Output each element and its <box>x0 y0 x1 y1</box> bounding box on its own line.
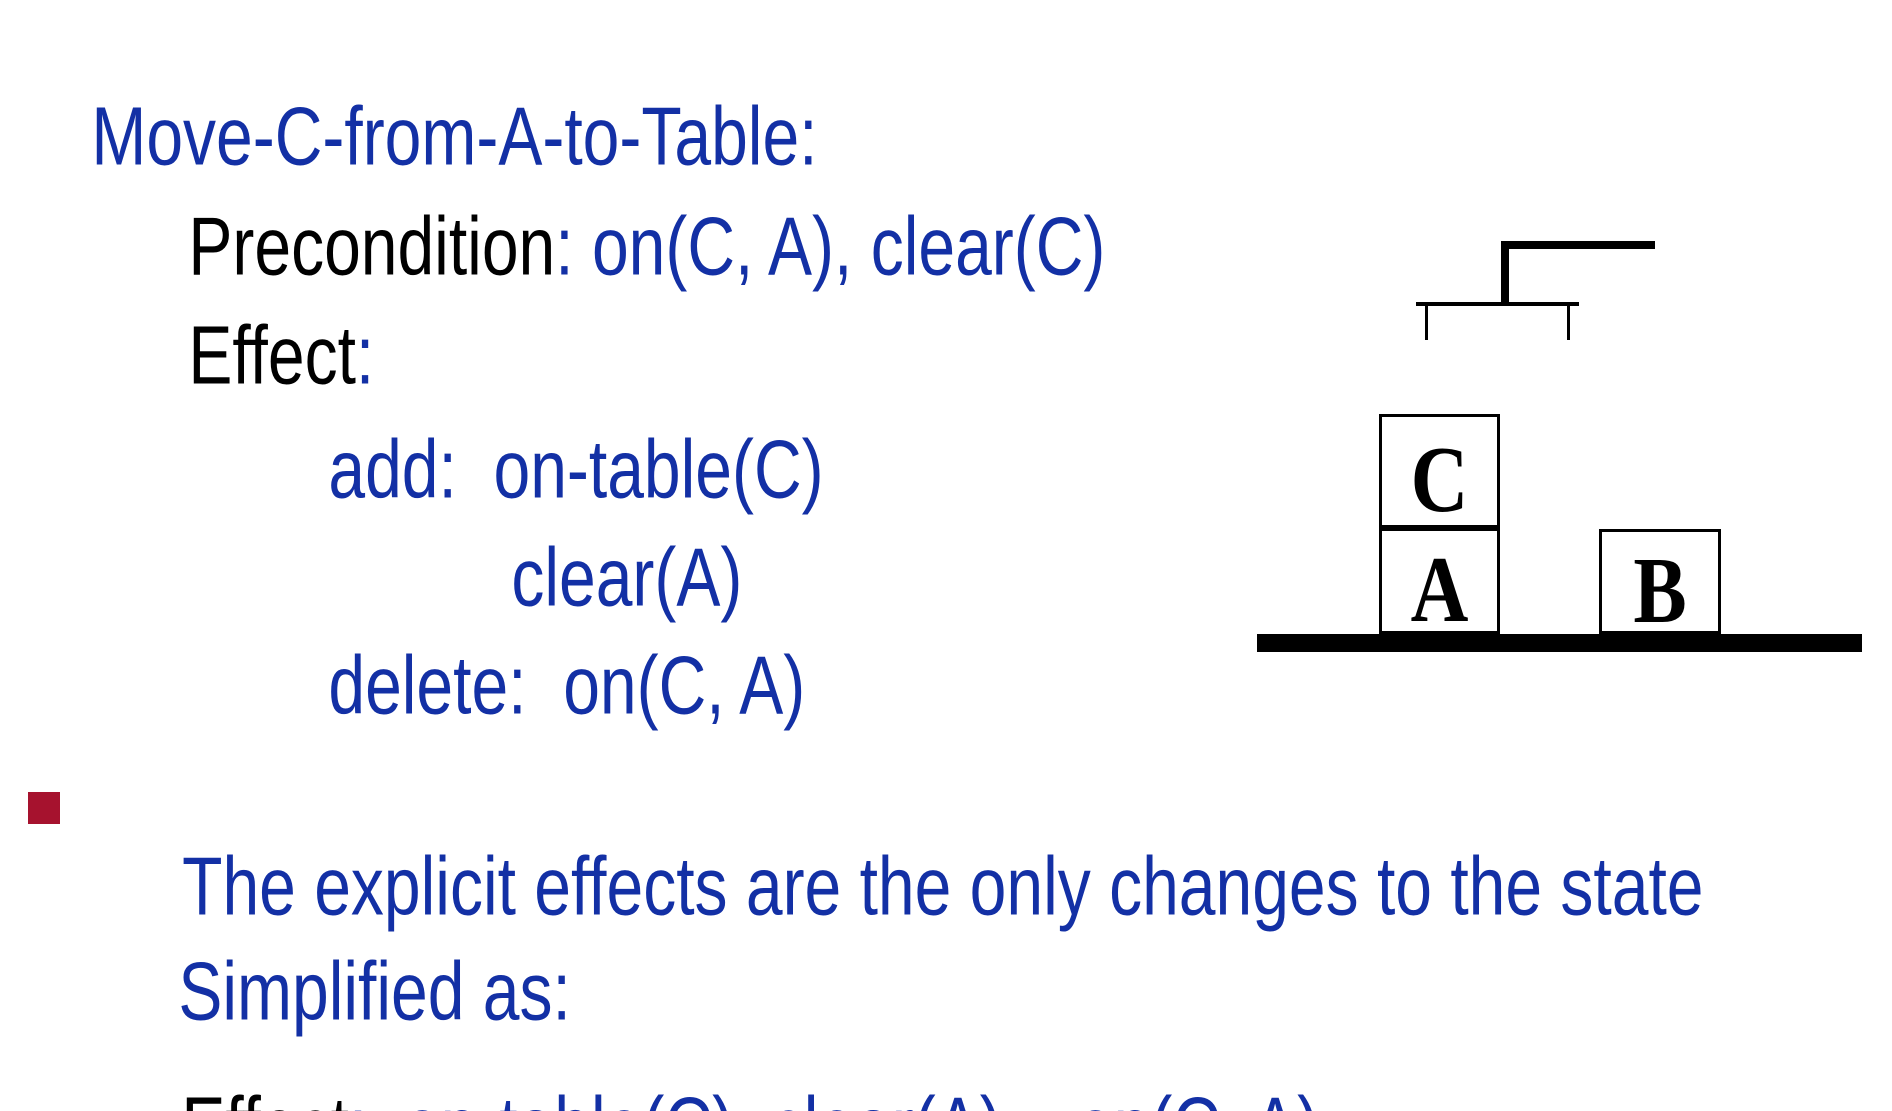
block-a: A <box>1379 528 1500 643</box>
effect-label: Effect <box>188 308 356 401</box>
gripper-finger-right <box>1567 306 1570 340</box>
delete-line: delete: on(C, A) <box>255 561 805 809</box>
precondition-value: : on(C, A), clear(C) <box>555 199 1106 292</box>
clear-line-text: clear(A) <box>511 530 743 623</box>
block-b: B <box>1599 529 1721 638</box>
bullet-text: The explicit effects are the only change… <box>182 839 1704 932</box>
gripper-arm-vertical <box>1501 241 1509 303</box>
block-c: C <box>1379 414 1500 528</box>
precondition-line: Precondition: on(C, A), clear(C) <box>115 122 1105 370</box>
bullet-text-line: The explicit effects are the only change… <box>110 762 1704 1010</box>
effect-line: Effect: <box>115 231 374 479</box>
gripper-bar <box>1416 302 1579 306</box>
operator-title-text: Move-C-from-A-to-Table: <box>91 89 818 182</box>
add-line: add: on-table(C) <box>255 345 824 593</box>
block-b-label: B <box>1633 539 1687 643</box>
delete-line-text: delete: on(C, A) <box>328 638 806 731</box>
simplified-line: Simplified as: <box>105 867 571 1111</box>
simplified-effect-line: Effect: on-table(C), clear(A), ¬on(C, A) <box>108 1002 1319 1111</box>
simplified-effect-label: Effect <box>181 1080 349 1111</box>
clear-line: clear(A) <box>438 453 742 701</box>
gripper-finger-left <box>1425 306 1428 340</box>
square-bullet-icon <box>28 792 60 824</box>
gripper-arm-horizontal <box>1501 241 1655 249</box>
precondition-label: Precondition <box>188 199 556 292</box>
add-line-text: add: on-table(C) <box>328 422 824 515</box>
operator-title: Move-C-from-A-to-Table: <box>18 12 818 260</box>
block-a-label: A <box>1410 538 1469 643</box>
table-surface <box>1257 634 1862 652</box>
block-c-label: C <box>1410 428 1469 533</box>
simplified-label: Simplified as: <box>178 944 571 1037</box>
simplified-effect-value: : on-table(C), clear(A), ¬on(C, A) <box>349 1080 1319 1111</box>
effect-colon: : <box>355 308 375 401</box>
